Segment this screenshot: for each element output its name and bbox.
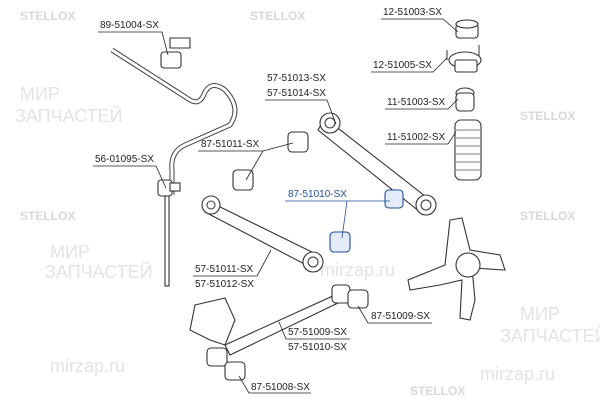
part-number-label[interactable]: 87-51009-SX: [371, 311, 430, 322]
part-number-label[interactable]: 12-51005-SX: [373, 60, 432, 71]
upper-arm-bushing: [232, 131, 309, 191]
bump-stop: [455, 87, 475, 112]
watermark-brand: STELLOX: [520, 209, 575, 223]
callout-strut-mount-top[interactable]: 12-51003-SX: [381, 7, 459, 33]
part-number-label[interactable]: 57-51012-SX: [195, 279, 254, 290]
steering-knuckle: [407, 217, 506, 321]
callout-dust-boot[interactable]: 11-51002-SX: [385, 131, 457, 145]
part-number-label[interactable]: 57-51014-SX: [267, 88, 326, 99]
mounting-bracket: [189, 297, 236, 346]
callout-trailing-bushing-rear[interactable]: 87-51008-SX: [238, 375, 311, 394]
callout-upper-arm[interactable]: 57-51013-SX 57-51014-SX: [265, 73, 337, 125]
part-number-label[interactable]: 57-51009-SX: [288, 327, 347, 338]
stabilizer-bracket: [169, 37, 191, 49]
watermark-brand: STELLOX: [250, 9, 305, 23]
callout-lower-arm[interactable]: 57-51011-SX 57-51012-SX: [193, 249, 272, 290]
watermark-brand: STELLOX: [20, 9, 75, 23]
watermark-brand: STELLOX: [520, 109, 575, 123]
upper-control-arm: [317, 112, 437, 216]
callout-strut-mount[interactable]: 12-51005-SX: [371, 57, 448, 73]
callout-stab-bushing[interactable]: 89-51004-SX: [98, 20, 169, 56]
stabilizer-link: [157, 179, 181, 287]
watermark-site: mirzap.ru: [320, 260, 395, 280]
watermark-line1: МИР: [50, 242, 90, 262]
callout-bump-stop[interactable]: 11-51003-SX: [385, 97, 459, 110]
trailing-arm: [206, 284, 351, 367]
part-number-label[interactable]: 57-51011-SX: [195, 264, 254, 275]
watermark-line2: ЗАПЧАСТЕЙ: [15, 105, 123, 126]
lower-arm-bushing-highlighted: [329, 189, 404, 253]
part-number-label[interactable]: 57-51010-SX: [288, 342, 347, 353]
part-number-label[interactable]: 56-01095-SX: [95, 154, 154, 165]
watermark-site: mirzap.ru: [480, 364, 555, 384]
lower-control-arm: [201, 195, 324, 273]
stabilizer-bushing: [160, 51, 182, 69]
part-number-label[interactable]: 11-51002-SX: [387, 132, 446, 143]
part-number-label[interactable]: 57-51013-SX: [267, 73, 326, 84]
part-number-label[interactable]: 89-51004-SX: [100, 20, 159, 31]
callout-lower-arm-bushing[interactable]: 87-51010-SX: [285, 189, 390, 239]
dust-boot: [454, 119, 482, 181]
part-number-label[interactable]: 87-51008-SX: [251, 382, 310, 393]
callout-stab-link[interactable]: 56-01095-SX: [93, 154, 167, 189]
watermark-line2: ЗАПЧАСТЕЙ: [45, 261, 153, 282]
part-number-label[interactable]: 87-51011-SX: [201, 139, 260, 150]
strut-mount-top: [455, 19, 479, 39]
trailing-arm-bushings: [224, 289, 369, 381]
part-number-label-highlighted[interactable]: 87-51010-SX: [288, 189, 347, 200]
callout-upper-arm-bushing[interactable]: 87-51011-SX: [198, 139, 294, 181]
watermark-brand: STELLOX: [410, 384, 465, 398]
watermark-brand: STELLOX: [20, 209, 75, 223]
watermark-layer: STELLOX STELLOX STELLOX STELLOX STELLOX …: [15, 9, 600, 398]
watermark-line1: МИР: [520, 304, 560, 324]
watermark-site: mirzap.ru: [50, 356, 125, 376]
part-number-label[interactable]: 11-51003-SX: [387, 97, 446, 108]
strut-mount: [446, 45, 482, 73]
callout-trailing-bushing-front[interactable]: 87-51009-SX: [357, 305, 432, 324]
part-number-label[interactable]: 12-51003-SX: [383, 7, 442, 18]
callout-trailing-arm[interactable]: 57-51009-SX 57-51010-SX: [278, 321, 350, 353]
watermark-line2: ЗАПЧАСТЕЙ: [500, 325, 600, 346]
watermark-line1: МИР: [20, 84, 60, 104]
